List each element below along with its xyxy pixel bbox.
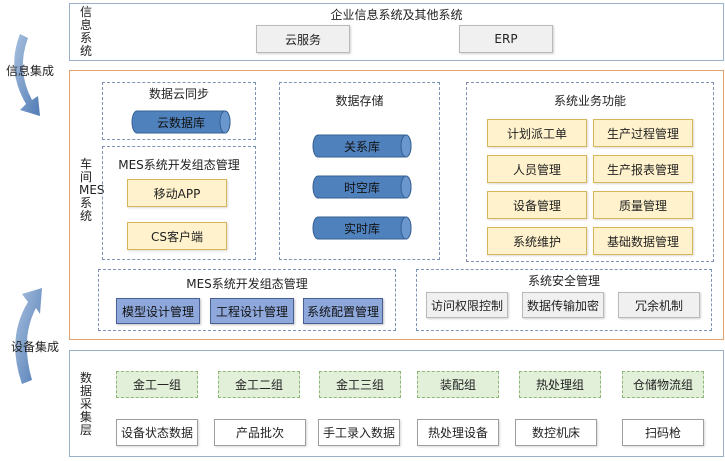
cylinder-icon (312, 134, 412, 158)
engineering-design-box[interactable]: 工程设计管理 (210, 298, 294, 324)
business-item-production-report[interactable]: 生产报表管理 (593, 155, 693, 183)
data-collection-side-label: 数据采集层 (79, 371, 92, 437)
erp-box[interactable]: ERP (459, 25, 553, 53)
business-item-maintenance[interactable]: 系统维护 (487, 227, 587, 255)
access-control-box[interactable]: 访问权限控制 (426, 292, 508, 318)
cs-client-box[interactable]: CS客户端 (127, 222, 227, 250)
security-group (416, 269, 712, 331)
spatiotemporal-db-label: 时空库 (343, 180, 380, 195)
group-box-heat-treatment[interactable]: 热处理组 (519, 371, 601, 398)
transfer-encryption-box[interactable]: 数据传输加密 (522, 292, 604, 318)
info-system-title: 企业信息系统及其他系统 (330, 8, 463, 22)
source-cnc-machine[interactable]: 数控机床 (515, 419, 597, 446)
dev-config-group (98, 269, 396, 331)
info-integration-arrow-icon (14, 34, 40, 116)
system-config-box[interactable]: 系统配置管理 (303, 298, 383, 324)
cylinder-icon (312, 216, 412, 240)
business-group (466, 82, 714, 262)
business-item-base-data[interactable]: 基础数据管理 (593, 227, 693, 255)
group-box-metal-3[interactable]: 金工三组 (319, 371, 401, 398)
info-system-side-label: 信息系统 (79, 5, 92, 58)
spatiotemporal-db-cylinder[interactable]: 时空库 (312, 175, 412, 199)
relational-db-cylinder[interactable]: 关系库 (312, 134, 412, 158)
source-barcode-scanner[interactable]: 扫码枪 (622, 419, 704, 446)
cloud-service-box[interactable]: 云服务 (256, 25, 350, 53)
data-collection-layer (69, 350, 724, 457)
info-system-layer (69, 3, 724, 61)
group-box-metal-2[interactable]: 金工二组 (218, 371, 300, 398)
cylinder-icon (131, 110, 231, 134)
mes-side-label: 车间MES系统 (79, 157, 105, 223)
group-box-warehouse[interactable]: 仓储物流组 (622, 371, 704, 398)
dev-config-title: MES系统开发组态管理 (186, 277, 308, 291)
source-manual-entry[interactable]: 手工录入数据 (318, 419, 400, 446)
source-equipment-status[interactable]: 设备状态数据 (116, 419, 198, 446)
mobile-app-box[interactable]: 移动APP (127, 179, 227, 207)
source-heat-equipment[interactable]: 热处理设备 (417, 419, 499, 446)
business-item-plan-dispatch[interactable]: 计划派工单 (487, 119, 587, 147)
cylinder-icon (312, 175, 412, 199)
realtime-db-label: 实时库 (343, 221, 380, 236)
business-item-equipment[interactable]: 设备管理 (487, 191, 587, 219)
storage-group (279, 82, 440, 260)
dev-mobile-group (102, 146, 256, 260)
realtime-db-cylinder[interactable]: 实时库 (312, 216, 412, 240)
arrow-graphics (14, 34, 43, 384)
cloud-db-label: 云数据库 (156, 115, 205, 130)
info-integration-label: 信息集成 (6, 64, 55, 78)
source-product-batch[interactable]: 产品批次 (214, 419, 306, 446)
security-title: 系统安全管理 (527, 274, 600, 288)
business-item-production-process[interactable]: 生产过程管理 (593, 119, 693, 147)
business-item-personnel[interactable]: 人员管理 (487, 155, 587, 183)
device-integration-label: 设备集成 (11, 340, 60, 354)
relational-db-label: 关系库 (343, 139, 380, 154)
business-title: 系统业务功能 (553, 94, 626, 108)
group-box-metal-1[interactable]: 金工一组 (116, 371, 198, 398)
cloud-sync-group (102, 82, 256, 140)
storage-title: 数据存储 (335, 94, 384, 108)
business-item-quality[interactable]: 质量管理 (593, 191, 693, 219)
model-design-box[interactable]: 模型设计管理 (116, 298, 200, 324)
group-box-assembly[interactable]: 装配组 (417, 371, 499, 398)
cloud-db-cylinder[interactable]: 云数据库 (131, 110, 231, 134)
mes-layer (69, 70, 724, 340)
redundancy-box[interactable]: 冗余机制 (618, 292, 700, 318)
device-integration-arrow-icon (15, 288, 43, 384)
cloud-sync-title: 数据云同步 (148, 87, 209, 101)
dev-mobile-title: MES系统开发组态管理 (118, 158, 240, 172)
